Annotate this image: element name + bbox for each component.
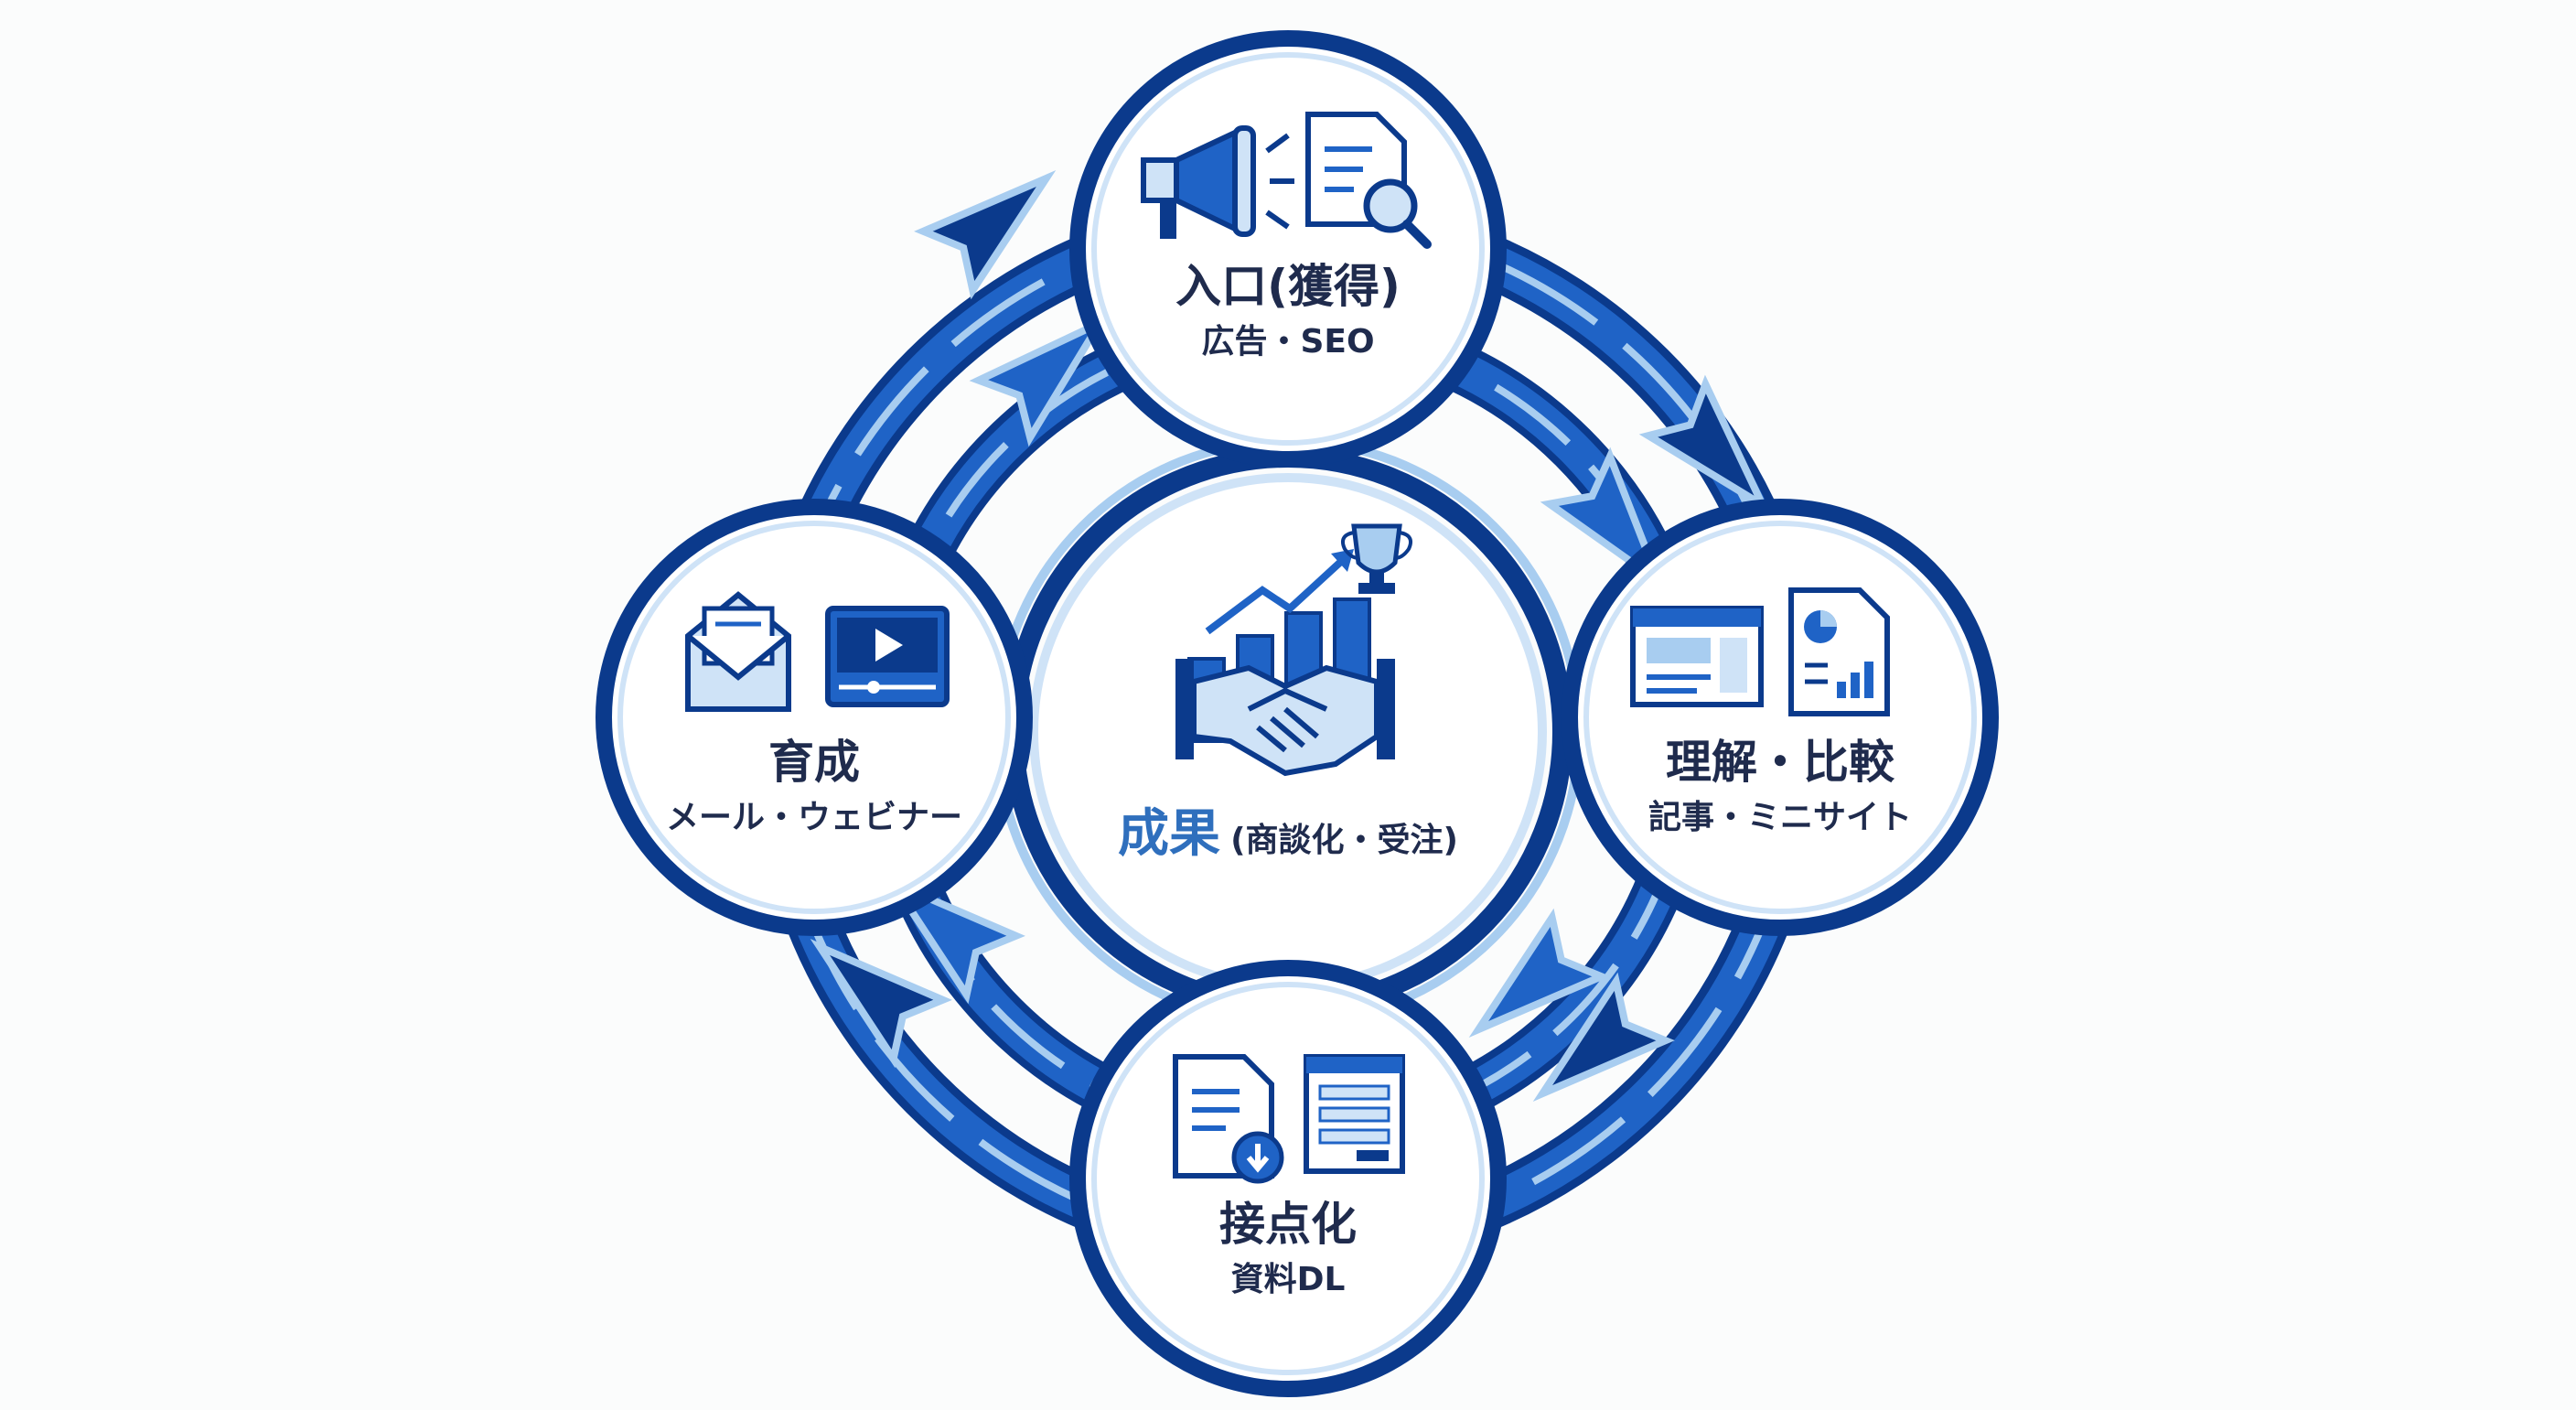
megaphone-icon <box>1141 125 1294 239</box>
node-left-subtitle: メール・ウェビナー <box>666 799 962 836</box>
node-right-understanding: 理解・比較 記事・ミニサイト <box>1562 499 1999 936</box>
node-top-acquisition: 入口(獲得) 広告・SEO <box>1069 30 1507 468</box>
document-search-icon <box>1305 112 1432 249</box>
node-right-subtitle: 記事・ミニサイト <box>1648 799 1912 836</box>
report-chart-icon <box>1788 587 1890 716</box>
document-download-icon <box>1173 1054 1284 1184</box>
node-bottom-title: 接点化 <box>1219 1198 1357 1251</box>
node-top-title: 入口(獲得) <box>1175 260 1401 313</box>
handshake-growth-trophy-icon <box>1175 523 1412 777</box>
center-title: 成果 <box>1118 804 1220 864</box>
video-player-icon <box>825 606 950 707</box>
center-subtitle: (商談化・受注) <box>1230 822 1458 859</box>
node-bottom-contact: 接点化 資料DL <box>1069 960 1507 1397</box>
trophy-icon <box>1341 523 1412 594</box>
email-icon <box>685 591 791 712</box>
webpage-icon <box>1630 606 1764 707</box>
center-label: 成果 (商談化・受注) <box>1118 804 1458 864</box>
node-left-nurture: 育成 メール・ウェビナー <box>596 499 1033 936</box>
node-right-title: 理解・比較 <box>1666 736 1895 789</box>
node-top-subtitle: 広告・SEO <box>1201 323 1374 361</box>
node-bottom-subtitle: 資料DL <box>1231 1261 1346 1298</box>
form-icon <box>1304 1054 1405 1174</box>
node-left-title: 育成 <box>768 736 860 789</box>
